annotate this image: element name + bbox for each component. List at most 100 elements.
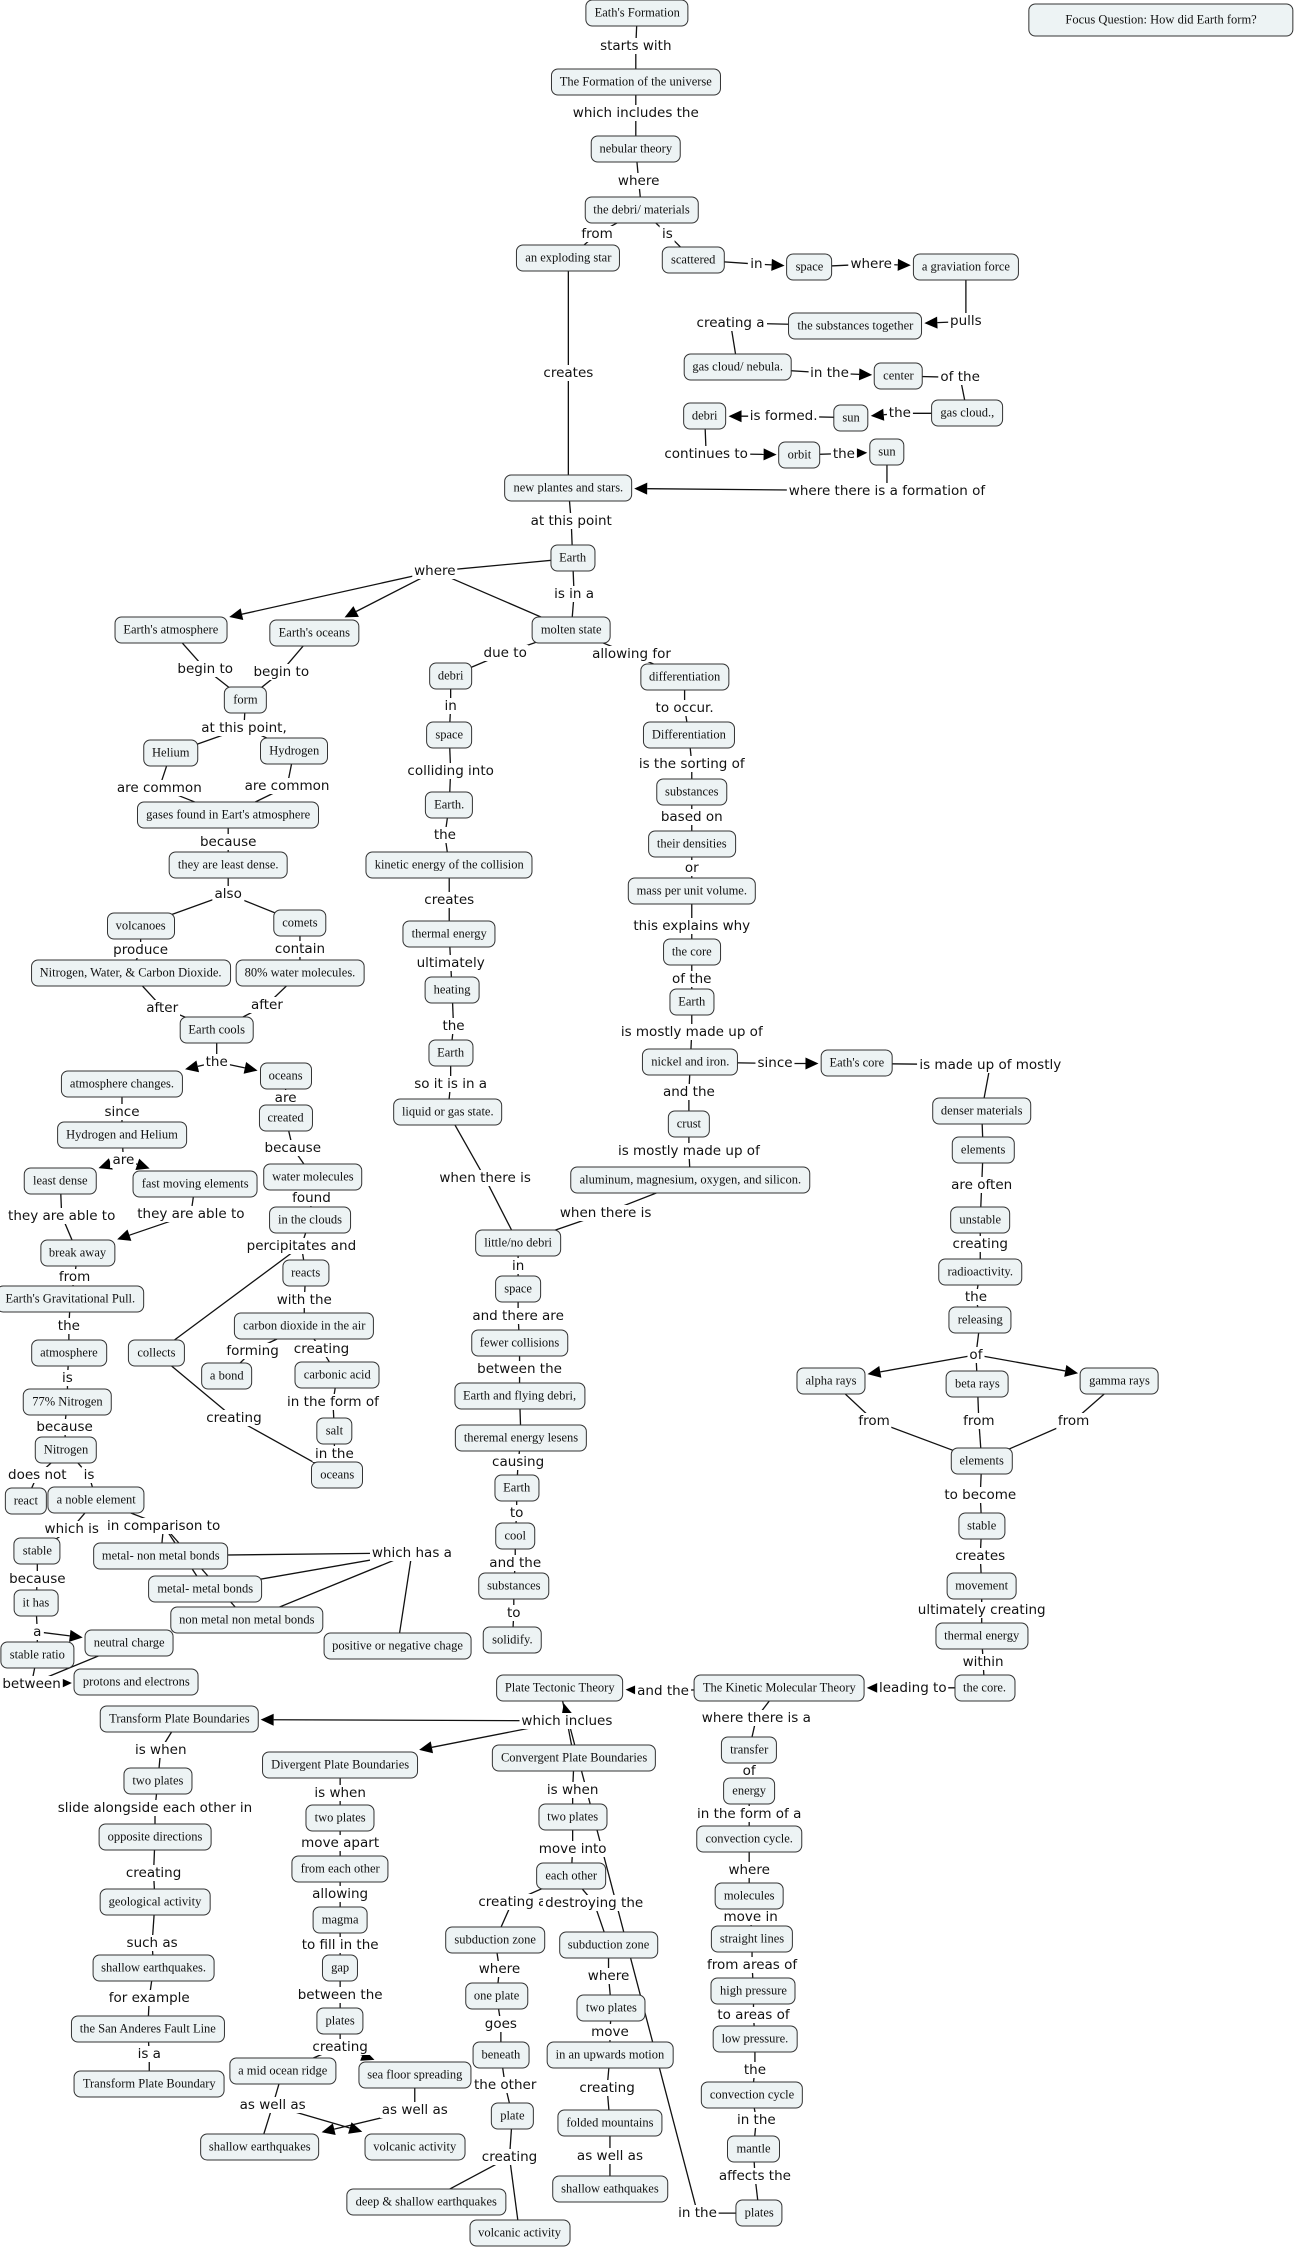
concept-divergent-plate-boundaries: Divergent Plate Boundaries	[262, 1751, 419, 1779]
concept-geological-activity: geological activity	[99, 1888, 211, 1916]
linking-phrase: after	[248, 996, 285, 1013]
concept-earth-and-flying-debri: Earth and flying debri,	[453, 1382, 586, 1410]
concept-gases-found-in-eart-s-atmosphere: gases found in Eart's atmosphere	[137, 801, 320, 829]
linking-phrase: also	[212, 886, 244, 903]
linking-phrase: between the	[295, 1986, 385, 2003]
concept-fast-moving-elements: fast moving elements	[132, 1170, 258, 1198]
linking-phrase: is	[60, 1369, 75, 1386]
concept-77-nitrogen: 77% Nitrogen	[23, 1388, 112, 1416]
arrowhead-icon	[260, 1713, 274, 1726]
concept-space: space	[495, 1275, 541, 1303]
concept-thermal-energy: thermal energy	[402, 920, 496, 948]
concept-volcanoes: volcanoes	[106, 912, 175, 940]
concept-break-away: break away	[39, 1239, 116, 1267]
arrowhead-icon	[805, 1057, 819, 1070]
linking-phrase: and the	[487, 1554, 544, 1571]
linking-phrase: where	[615, 172, 662, 189]
concept-space: space	[426, 721, 473, 749]
concept-a-bond: a bond	[200, 1362, 253, 1390]
concept-convergent-plate-boundaries: Convergent Plate Boundaries	[491, 1744, 657, 1772]
connector-line	[566, 1715, 699, 2214]
concept-transform-plate-boundaries: Transform Plate Boundaries	[100, 1705, 259, 1733]
linking-phrase: is when	[312, 1784, 368, 1801]
arrowhead-icon	[763, 448, 777, 461]
concept-aluminum-magnesium-oxygen-and-silicon: aluminum, magnesium, oxygen, and silicon…	[570, 1166, 811, 1194]
connector-line	[880, 1354, 977, 1373]
concept-new-plantes-and-stars: new plantes and stars.	[504, 474, 633, 502]
concept-volcanic-activity: volcanic activity	[364, 2133, 466, 2161]
linking-phrase: move apart	[299, 1834, 382, 1851]
concept-convection-cycle: convection cycle	[700, 2081, 804, 2109]
linking-phrase: and the	[635, 1682, 691, 1699]
linking-phrase: they are able to	[6, 1207, 118, 1224]
concept-substances: substances	[478, 1572, 550, 1600]
linking-phrase: ultimately	[414, 955, 487, 972]
arrowhead-icon	[135, 1158, 150, 1171]
concept-atmosphere-changes: atmosphere changes.	[60, 1070, 184, 1098]
linking-phrase: which has a	[369, 1544, 454, 1561]
linking-phrase: where	[726, 1862, 772, 1879]
concept-transform-plate-boundary: Transform Plate Boundary	[73, 2070, 225, 2098]
concept-nitrogen-water-carbon-dioxide: Nitrogen, Water, & Carbon Dioxide.	[30, 959, 231, 987]
concept-each-other: each other	[536, 1862, 607, 1890]
concept-plates: plates	[316, 2007, 364, 2035]
arrowhead-icon	[771, 258, 785, 271]
concept-stable: stable	[13, 1537, 61, 1565]
arrowhead-icon	[866, 1681, 880, 1694]
linking-phrase: is made up of mostly	[917, 1056, 1064, 1073]
linking-phrase: from	[1055, 1412, 1092, 1429]
concept-high-pressure: high pressure	[710, 1977, 796, 2005]
connector-line	[156, 1245, 302, 1354]
concept-carbonic-acid: carbonic acid	[294, 1361, 380, 1389]
arrowhead-icon	[1064, 1365, 1079, 1377]
linking-phrase: based on	[658, 808, 725, 825]
concept-an-exploding-star: an exploding star	[516, 244, 621, 272]
linking-phrase: in the	[734, 2111, 778, 2128]
concept-from-each-other: from each other	[291, 1855, 389, 1883]
concept-orbit: orbit	[778, 441, 821, 469]
linking-phrase: within	[960, 1653, 1006, 1670]
connector-line	[975, 1354, 1066, 1372]
linking-phrase: creates	[541, 365, 596, 382]
concept-substances: substances	[656, 778, 728, 806]
linking-phrase: as well as	[237, 2097, 308, 2114]
linking-phrase: to fill in the	[299, 1936, 381, 1953]
concept-kinetic-energy-of-the-collision: kinetic energy of the collision	[365, 851, 533, 879]
linking-phrase: found	[290, 1190, 333, 1207]
concept-water-molecules: water molecules	[263, 1163, 363, 1191]
arrowhead-icon	[634, 482, 648, 495]
concept-center: center	[874, 362, 923, 390]
concept-movement: movement	[946, 1572, 1018, 1600]
concept-subduction-zone: subduction zone	[558, 1931, 659, 1959]
linking-phrase: contain	[272, 940, 328, 957]
linking-phrase: with the	[274, 1292, 334, 1309]
concept-releasing: releasing	[948, 1306, 1012, 1334]
concept-in-an-upwards-motion: in an upwards motion	[546, 2041, 674, 2069]
linking-phrase: are	[110, 1151, 137, 1168]
concept-it-has: it has	[13, 1589, 59, 1617]
linking-phrase: to become	[942, 1487, 1019, 1504]
linking-phrase: after	[144, 999, 181, 1016]
linking-phrase: continues to	[662, 445, 750, 462]
concept-plate: plate	[491, 2102, 534, 2129]
linking-phrase: is formed.	[747, 408, 820, 425]
linking-phrase: allowing for	[590, 646, 673, 663]
linking-phrase: begin to	[175, 660, 236, 677]
linking-phrase: in comparison to	[104, 1517, 223, 1534]
concept-comets: comets	[273, 909, 327, 937]
linking-phrase: in the	[313, 1445, 356, 1462]
concept-sea-floor-spreading: sea floor spreading	[358, 2061, 472, 2089]
concept-least-dense: least dense	[24, 1167, 97, 1195]
concept-positive-or-negative-chage: positive or negative chage	[323, 1632, 472, 1660]
concept-shallow-earthquakes: shallow earthquakes	[199, 2133, 320, 2161]
concept-elements: elements	[950, 1447, 1013, 1475]
concept-little-no-debri: little/no debri	[475, 1229, 561, 1257]
concept-molecules: molecules	[714, 1882, 784, 1910]
arrowhead-icon	[321, 2123, 336, 2135]
linking-phrase: due to	[481, 645, 529, 662]
arrowhead-icon	[344, 606, 359, 618]
linking-phrase: which includes the	[570, 105, 701, 122]
concept-eath-s-core: Eath's core	[820, 1049, 894, 1077]
linking-phrase: is	[659, 225, 675, 242]
